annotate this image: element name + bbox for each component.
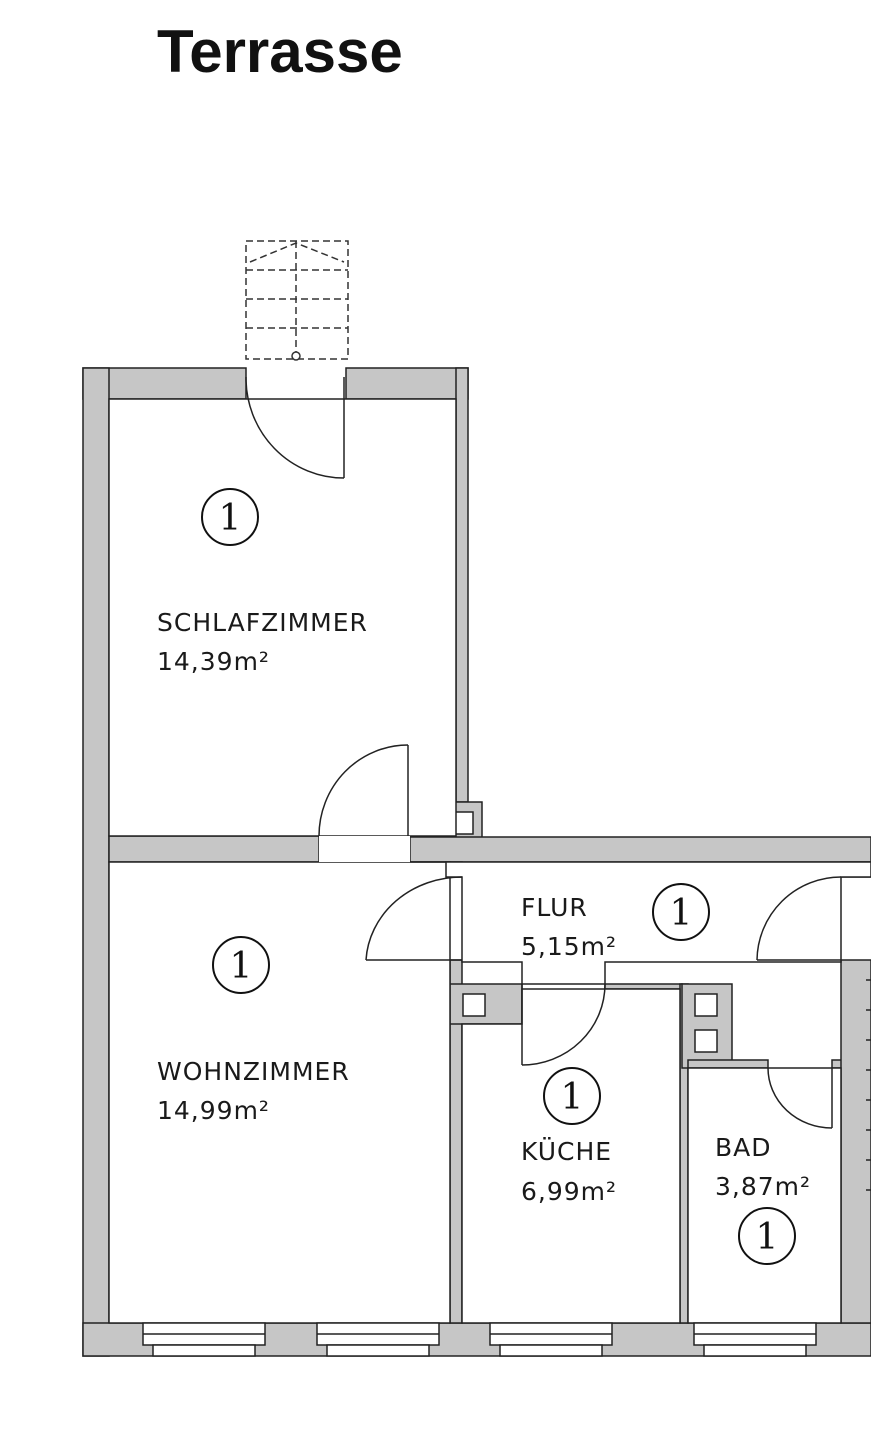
doorway-opening <box>319 836 410 862</box>
room-area: 5,15m² <box>521 932 617 961</box>
marker-circle <box>543 1067 601 1125</box>
window-wohnzimmer-left <box>142 1322 266 1357</box>
marker-circle <box>652 883 710 941</box>
room-flur: FLUR 5,15m² 1 <box>521 883 710 961</box>
room-area: 14,99m² <box>157 1096 270 1125</box>
room-wohnzimmer: WOHNZIMMER 14,99m² 1 <box>157 936 350 1125</box>
marker-number: 1 <box>670 893 693 934</box>
entrance-door-arc <box>245 376 345 479</box>
windows <box>142 1322 817 1357</box>
room-floors <box>108 398 871 1324</box>
kitchen-door-arc <box>521 983 606 1066</box>
living-door-arc <box>365 876 463 961</box>
room-schlafzimmer: SCHLAFZIMMER 14,39m² 1 <box>157 488 368 676</box>
room-area: 3,87m² <box>715 1172 811 1201</box>
room-area: 14,39m² <box>157 647 270 676</box>
window-kueche <box>489 1322 613 1357</box>
bedroom-door-arc <box>318 744 409 837</box>
room-area: 6,99m² <box>521 1177 617 1206</box>
marker-number: 1 <box>756 1217 779 1258</box>
door-swings <box>245 376 842 1129</box>
marker-circle <box>201 488 259 546</box>
window-wohnzimmer-right <box>316 1322 440 1357</box>
stair-landing-marker <box>291 351 301 361</box>
plan-title: Terrasse <box>157 18 403 85</box>
marker-number: 1 <box>561 1077 584 1118</box>
marker-circle <box>738 1207 796 1265</box>
marker-number: 1 <box>219 498 242 539</box>
room-name: WOHNZIMMER <box>157 1057 350 1086</box>
room-name: BAD <box>715 1133 772 1162</box>
room-bad: BAD 3,87m² 1 <box>715 1133 811 1265</box>
room-name: FLUR <box>521 893 588 922</box>
marker-circle <box>212 936 270 994</box>
right-edge-stair-ticks <box>866 979 871 1191</box>
bath-door-arc <box>767 1067 833 1129</box>
hall-right-door-arc <box>756 876 842 961</box>
room-kueche: KÜCHE 6,99m² 1 <box>521 1067 617 1206</box>
window-bad <box>693 1322 817 1357</box>
room-name: SCHLAFZIMMER <box>157 608 368 637</box>
room-name: KÜCHE <box>521 1137 612 1166</box>
terrace-stairs <box>245 240 349 360</box>
marker-number: 1 <box>230 946 253 987</box>
